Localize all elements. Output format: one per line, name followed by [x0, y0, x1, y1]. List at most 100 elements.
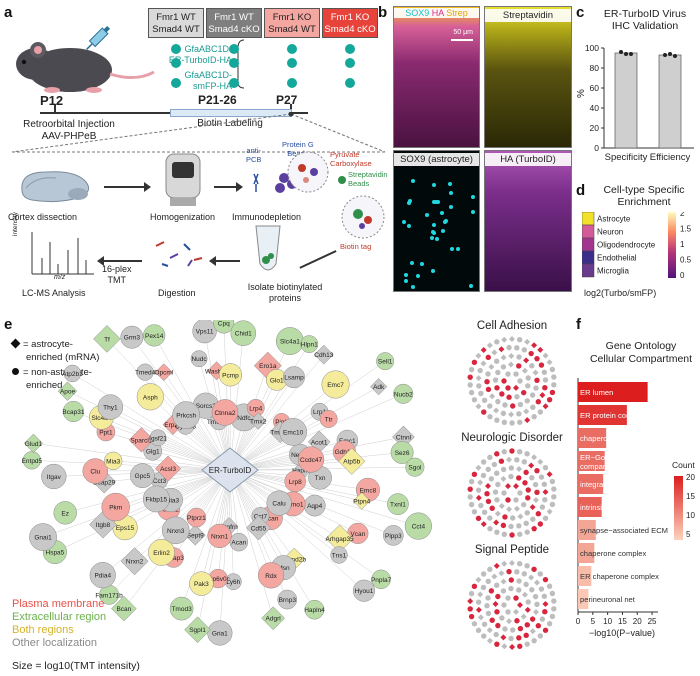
mini-node	[484, 603, 490, 609]
mini-node-diamond	[532, 609, 539, 616]
mini-node-diamond	[492, 601, 499, 608]
mini-node-diamond	[513, 483, 519, 490]
mini-node-diamond	[531, 454, 538, 461]
protein-node	[218, 363, 243, 387]
center-node	[201, 447, 259, 493]
mini-node	[529, 587, 535, 593]
go-bar	[578, 589, 589, 609]
mini-node-diamond	[475, 464, 482, 471]
replicate-dot	[229, 78, 239, 88]
go-category-label: intrinsic component of ERM	[580, 503, 673, 512]
protein-label: Pcmp	[222, 372, 239, 379]
replicate-dot	[345, 58, 355, 68]
isolate-line1: Isolate biotinylated	[247, 282, 323, 292]
tmt-line1: 16-plex	[102, 264, 132, 274]
panel-c-label: c	[576, 4, 585, 21]
signal-peptide-network	[467, 560, 557, 650]
protein-node	[283, 366, 305, 389]
nucleus-dot	[432, 223, 437, 228]
go-category-label: ER lumen	[580, 388, 613, 397]
mini-node	[517, 378, 523, 384]
mini-node	[525, 599, 531, 605]
network-edge	[67, 390, 231, 471]
merged-strep: Strep	[446, 8, 468, 18]
nucleus-dot	[408, 198, 413, 203]
mini-node	[501, 419, 508, 425]
colorbar	[668, 212, 676, 278]
replicate-dot	[287, 78, 297, 88]
mini-node	[513, 497, 519, 503]
mini-node	[494, 641, 500, 647]
mini-node	[521, 347, 528, 353]
mini-node	[513, 595, 519, 601]
mini-node	[517, 625, 524, 632]
nucleus-dot	[440, 228, 445, 233]
protein-label: Acan	[231, 540, 246, 547]
network-edge	[229, 469, 274, 619]
mini-node	[531, 566, 537, 572]
protein-label: Opcml	[154, 370, 173, 377]
mini-node-diamond	[500, 354, 507, 361]
network-edge	[229, 469, 365, 591]
go-category-label: ER protein complex	[580, 411, 646, 420]
mini-node	[523, 520, 529, 527]
protein-label: Pak3	[194, 581, 209, 588]
strep-1: Streptavidin	[348, 170, 388, 179]
mini-node	[549, 366, 556, 373]
mini-node-diamond	[513, 384, 519, 391]
nucleus-dot	[411, 178, 416, 183]
mini-node	[485, 610, 492, 617]
y-axis-label: %	[576, 89, 587, 98]
network-edge	[229, 333, 244, 471]
mini-node	[488, 588, 495, 594]
protein-label: Sorcs2	[196, 403, 217, 410]
mini-node	[529, 363, 535, 369]
mini-node	[467, 486, 473, 492]
network-edge	[42, 469, 231, 538]
mini-node	[494, 451, 500, 457]
protein-node	[104, 451, 123, 470]
mini-node-diamond	[491, 573, 498, 580]
mini-node-diamond	[546, 508, 553, 515]
nucleus-dot	[406, 200, 411, 205]
mini-node-diamond	[498, 570, 505, 577]
mini-node	[494, 417, 500, 423]
mini-node	[487, 566, 493, 573]
mini-node	[502, 626, 508, 632]
arrow-2	[214, 186, 238, 188]
brain-cortex-icon	[21, 171, 90, 203]
protein-label: Clu	[90, 469, 100, 476]
panel-f-label: f	[576, 316, 581, 333]
protein-label: Apoe	[60, 389, 76, 396]
mini-node	[500, 466, 507, 473]
nucleus-dot	[439, 210, 444, 215]
mini-node	[487, 454, 493, 461]
mini-node	[481, 633, 487, 639]
mini-node	[516, 561, 523, 567]
mini-node-diamond	[524, 606, 531, 613]
protein-label: Vcan	[350, 531, 365, 538]
protein-node	[62, 400, 84, 423]
mini-node	[485, 466, 491, 473]
mini-node	[506, 568, 512, 575]
replicate-dot	[229, 44, 239, 54]
go-bar	[578, 428, 607, 448]
go-bar	[578, 543, 595, 563]
data-point	[624, 52, 628, 56]
mini-node	[471, 583, 478, 590]
nucleus-dot	[449, 191, 454, 195]
mini-node	[481, 621, 488, 627]
protein-label: Ptpn4	[353, 498, 370, 505]
protein-label: Rdx	[265, 573, 277, 580]
genotype-line2: Smad4 WT	[268, 24, 316, 35]
protein-node	[390, 441, 414, 464]
replicate-dot	[345, 44, 355, 54]
mini-node	[480, 571, 487, 577]
network-edge	[229, 469, 272, 576]
genotype-line1: Fmr1 KO	[272, 12, 312, 23]
mini-node-diamond	[477, 479, 484, 486]
colorbar-title: Count	[672, 460, 695, 470]
protein-label: Ez	[61, 510, 69, 517]
mini-node	[475, 487, 482, 493]
mini-node	[485, 354, 491, 361]
